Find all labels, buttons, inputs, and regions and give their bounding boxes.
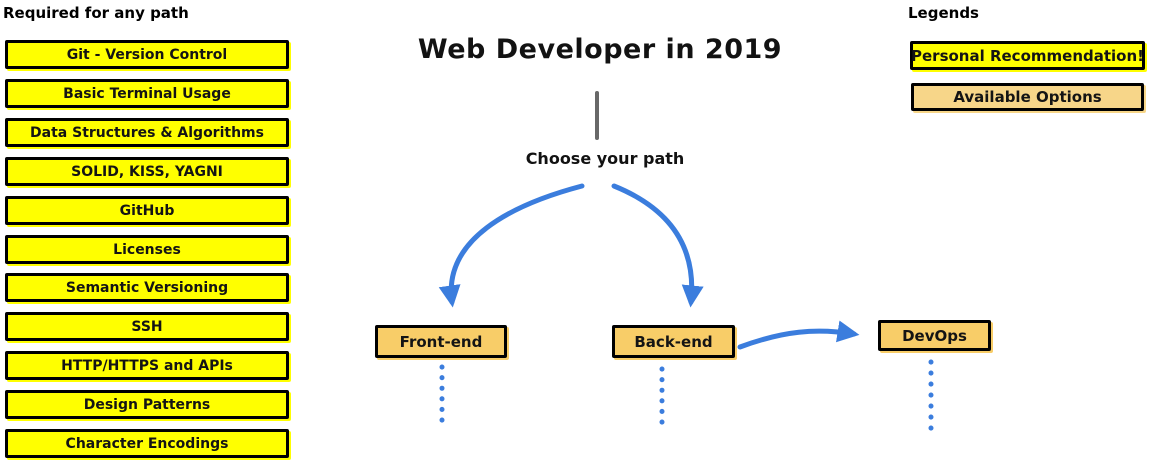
required-item: HTTP/HTTPS and APIs: [5, 351, 289, 380]
required-item: SOLID, KISS, YAGNI: [5, 157, 289, 186]
required-item: Design Patterns: [5, 390, 289, 419]
required-item: Basic Terminal Usage: [5, 79, 289, 108]
required-item: Semantic Versioning: [5, 273, 289, 302]
arrow-choose-to-backend: [611, 183, 704, 308]
legend-title: Legends: [908, 4, 979, 22]
choose-path-label: Choose your path: [525, 149, 685, 168]
required-item: SSH: [5, 312, 289, 341]
required-panel-title: Required for any path: [3, 4, 189, 22]
required-item: GitHub: [5, 196, 289, 225]
path-node-back-end: Back-end: [612, 325, 735, 358]
path-node-front-end: Front-end: [375, 325, 507, 358]
path-node-devops: DevOps: [878, 320, 991, 351]
arrow-backend-to-devops: [737, 320, 860, 350]
required-item: Licenses: [5, 235, 289, 264]
legend-item: Available Options: [911, 83, 1144, 111]
required-item: Character Encodings: [5, 429, 289, 458]
required-item: Git - Version Control: [5, 40, 289, 69]
page-title: Web Developer in 2019: [417, 34, 783, 65]
arrow-choose-to-frontend: [438, 183, 585, 308]
required-item: Data Structures & Algorithms: [5, 118, 289, 147]
legend-item: Personal Recommendation!: [910, 41, 1145, 70]
